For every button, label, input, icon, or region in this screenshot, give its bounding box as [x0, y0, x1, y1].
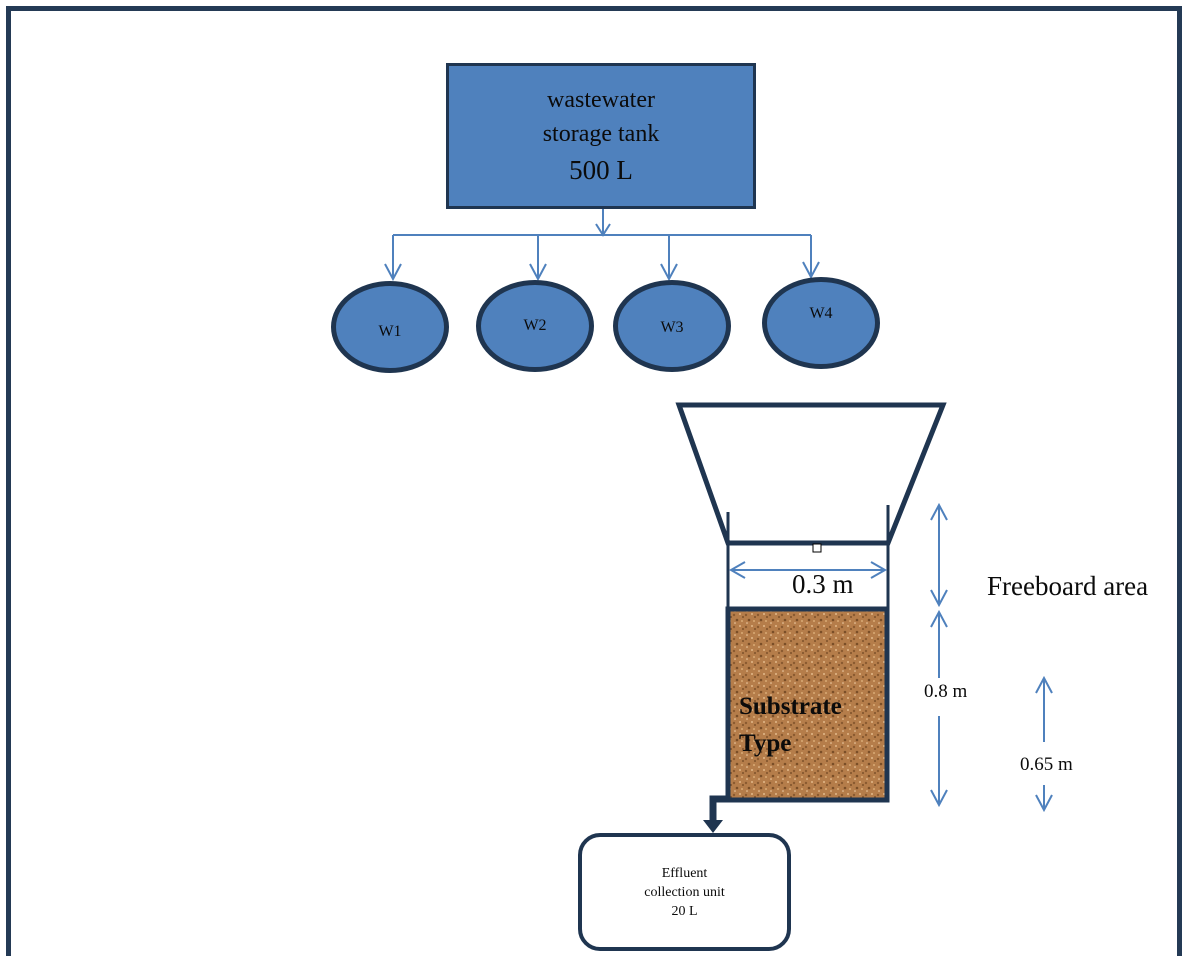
depth-dimension-arrow	[1035, 675, 1053, 813]
substrate-label-line2: Type	[739, 730, 792, 757]
substrate-label: Substrate Type	[739, 688, 842, 762]
well-w1: W1	[331, 281, 449, 373]
outlet-pipe	[709, 795, 728, 822]
well-w3-label: W3	[660, 319, 684, 336]
depth-label: 0.65 m	[1020, 754, 1073, 775]
height-label: 0.8 m	[924, 681, 968, 702]
arrow-to-w1	[384, 235, 402, 282]
freeboard-dimension-arrow	[930, 502, 948, 608]
effluent-line1: Effluent	[661, 865, 708, 881]
well-w3: W3	[613, 280, 731, 372]
small-marker	[812, 543, 822, 553]
width-dimension-arrow	[728, 561, 888, 579]
height-dimension-arrow	[930, 609, 948, 808]
well-w2-label: W2	[523, 317, 547, 334]
well-w2: W2	[476, 280, 594, 372]
storage-tank-capacity: 500 L	[569, 155, 633, 185]
page-border	[6, 6, 1182, 956]
arrow-to-w4	[802, 235, 820, 280]
substrate-column	[725, 606, 890, 803]
well-w1-label: W1	[378, 323, 402, 340]
effluent-capacity: 20 L	[671, 903, 698, 919]
inlet-funnel	[675, 402, 947, 546]
storage-tank: wastewater storage tank 500 L	[446, 63, 756, 209]
well-w4-label: W4	[809, 305, 833, 322]
freeboard-label: Freeboard area	[987, 571, 1149, 601]
arrow-to-w2	[529, 235, 547, 282]
effluent-line2: collection unit	[644, 884, 725, 900]
storage-tank-line1: wastewater	[547, 87, 655, 113]
outlet-pipe-arrowhead	[703, 820, 723, 833]
well-w4: W4	[762, 277, 880, 369]
effluent-collection-unit: Effluent collection unit 20 L	[578, 833, 791, 951]
storage-tank-line2: storage tank	[542, 121, 660, 147]
width-label: 0.3 m	[792, 569, 854, 599]
tank-outflow-arrow	[595, 209, 611, 237]
arrow-to-w3	[660, 235, 678, 282]
substrate-fill	[730, 611, 885, 800]
substrate-label-line1: Substrate	[739, 693, 842, 720]
